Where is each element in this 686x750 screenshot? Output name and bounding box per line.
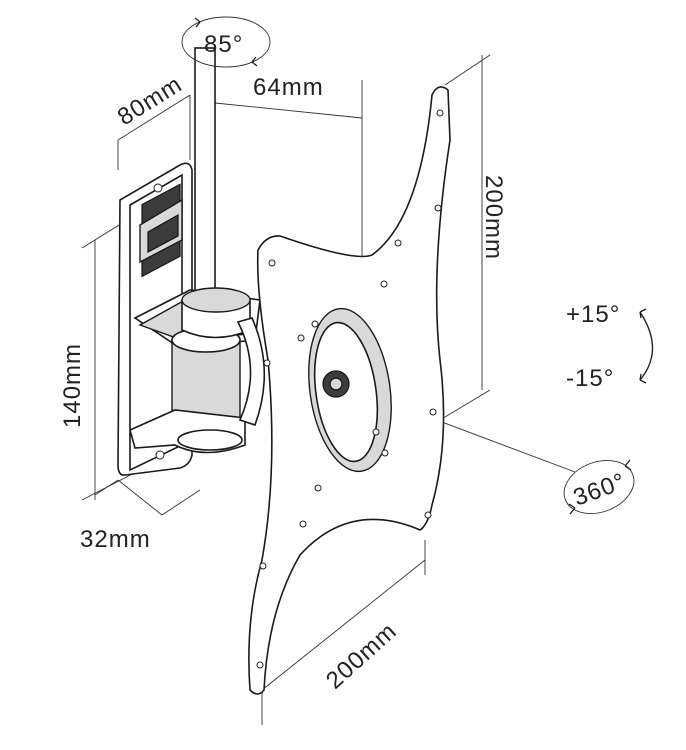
- wall-gap-label: 32mm: [80, 526, 151, 553]
- tilt-up-label: +15°: [566, 301, 620, 328]
- arrow-icon: [194, 17, 201, 28]
- vesa-plate: [248, 86, 451, 695]
- arrow-icon: [624, 459, 632, 471]
- wall-width-label: 80mm: [113, 71, 187, 131]
- arrow-icon: [639, 373, 647, 384]
- tilt-down-label: -15°: [566, 365, 614, 392]
- rotation-label: 360°: [570, 468, 630, 512]
- vesa-width-label: 200mm: [321, 617, 402, 694]
- wall-height-label: 140mm: [59, 343, 86, 428]
- swivel-label: 85°: [204, 31, 243, 58]
- vesa-height-label: 200mm: [480, 175, 507, 260]
- tilt-indicator: [639, 308, 653, 384]
- depth-arm-label: 64mm: [253, 74, 324, 101]
- arrow-icon: [639, 308, 647, 319]
- swivel-indicator: [181, 16, 271, 68]
- rotation-indicator: [563, 459, 635, 515]
- arrow-icon: [251, 56, 258, 67]
- pivot-arm: [129, 47, 266, 454]
- arrow-icon: [568, 503, 576, 515]
